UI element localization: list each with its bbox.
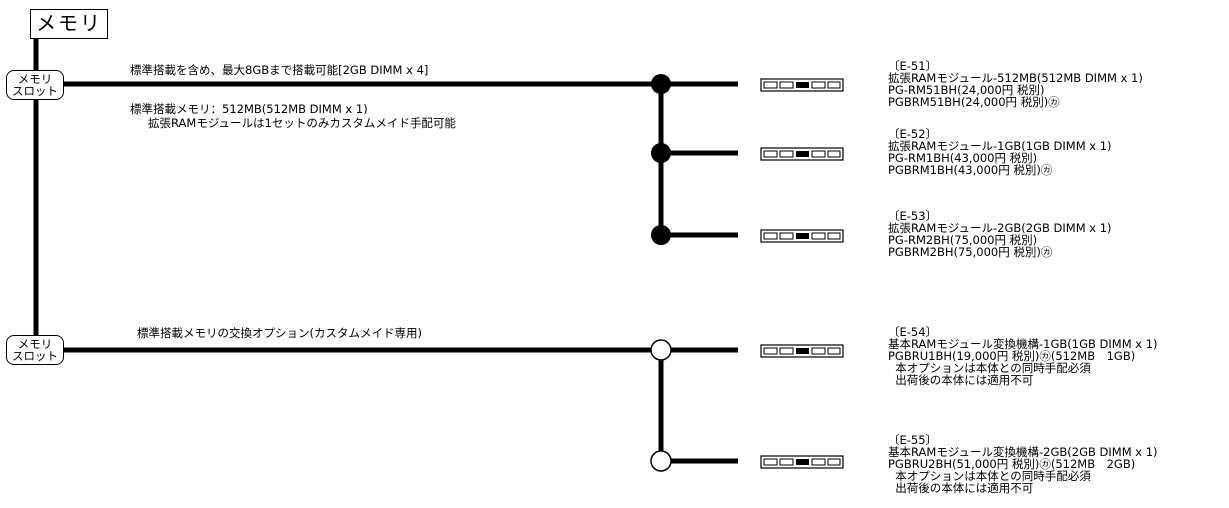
option-e51: 〔E-51〕 拡張RAMモジュール-512MB(512MB DIMM x 1) … bbox=[888, 60, 1143, 108]
option-line: PGBRU1BH(19,000円 税別)㋕(512MB 1GB) bbox=[888, 349, 1136, 363]
slot-label-line2: スロット bbox=[12, 84, 58, 98]
option-name: 拡張RAMモジュール-1GB(1GB DIMM x 1) bbox=[888, 139, 1112, 153]
memory-module-icon bbox=[760, 147, 844, 161]
node-e54 bbox=[650, 339, 672, 361]
option-line: PGBRM51BH(24,000円 税別)㋕ bbox=[888, 95, 1060, 109]
note-custom-made: 拡張RAMモジュールは1セットのみカスタムメイド手配可能 bbox=[148, 116, 456, 130]
option-line: PGBRM1BH(43,000円 税別)㋕ bbox=[888, 163, 1053, 177]
option-line: 出荷後の本体には適用不可 bbox=[888, 373, 1034, 387]
option-code: 〔E-52〕 bbox=[888, 127, 938, 141]
option-e52: 〔E-52〕 拡張RAMモジュール-1GB(1GB DIMM x 1) PG-R… bbox=[888, 128, 1112, 176]
node-e55 bbox=[650, 450, 672, 472]
option-line: PG-RM1BH(43,000円 税別) bbox=[888, 151, 1038, 165]
option-line: 本オプションは本体との同時手配必須 bbox=[888, 469, 1091, 483]
slot-label-line2: スロット bbox=[12, 349, 58, 363]
memory-slot-2: メモリ スロット bbox=[6, 335, 64, 365]
note-standard-max: 標準搭載を含め、最大8GBまで搭載可能[2GB DIMM x 4] bbox=[130, 63, 429, 77]
slot-label-line1: メモリ bbox=[17, 72, 53, 86]
option-name: 基本RAMモジュール変換機構-1GB(1GB DIMM x 1) bbox=[888, 337, 1158, 351]
memory-module-icon bbox=[760, 455, 844, 469]
option-line: PG-RM2BH(75,000円 税別) bbox=[888, 233, 1038, 247]
option-line: PGBRM2BH(75,000円 税別)㋕ bbox=[888, 245, 1053, 259]
option-code: 〔E-51〕 bbox=[888, 59, 938, 73]
option-code: 〔E-53〕 bbox=[888, 209, 938, 223]
option-name: 基本RAMモジュール変換機構-2GB(2GB DIMM x 1) bbox=[888, 445, 1158, 459]
node-e52 bbox=[651, 143, 671, 163]
memory-module-icon bbox=[760, 78, 844, 92]
page-title: メモリ bbox=[30, 9, 108, 39]
slot-label-line1: メモリ bbox=[17, 337, 53, 351]
option-line: 本オプションは本体との同時手配必須 bbox=[888, 361, 1091, 375]
option-line: PG-RM51BH(24,000円 税別) bbox=[888, 83, 1045, 97]
option-e54: 〔E-54〕 基本RAMモジュール変換機構-1GB(1GB DIMM x 1) … bbox=[888, 326, 1158, 386]
note-standard-memory: 標準搭載メモリ：512MB(512MB DIMM x 1) bbox=[130, 102, 368, 116]
memory-module-icon bbox=[760, 229, 844, 243]
memory-slot-1: メモリ スロット bbox=[6, 70, 64, 100]
option-code: 〔E-54〕 bbox=[888, 325, 938, 339]
node-e53 bbox=[651, 225, 671, 245]
option-name: 拡張RAMモジュール-512MB(512MB DIMM x 1) bbox=[888, 71, 1143, 85]
option-code: 〔E-55〕 bbox=[888, 433, 938, 447]
note-exchange-option: 標準搭載メモリの交換オプション(カスタムメイド専用) bbox=[137, 326, 422, 340]
option-line: 出荷後の本体には適用不可 bbox=[888, 481, 1034, 495]
option-e55: 〔E-55〕 基本RAMモジュール変換機構-2GB(2GB DIMM x 1) … bbox=[888, 434, 1158, 494]
option-line: PGBRU2BH(51,000円 税別)㋕(512MB 2GB) bbox=[888, 457, 1136, 471]
option-name: 拡張RAMモジュール-2GB(2GB DIMM x 1) bbox=[888, 221, 1112, 235]
memory-module-icon bbox=[760, 344, 844, 358]
node-e51 bbox=[651, 74, 671, 94]
option-e53: 〔E-53〕 拡張RAMモジュール-2GB(2GB DIMM x 1) PG-R… bbox=[888, 210, 1112, 258]
